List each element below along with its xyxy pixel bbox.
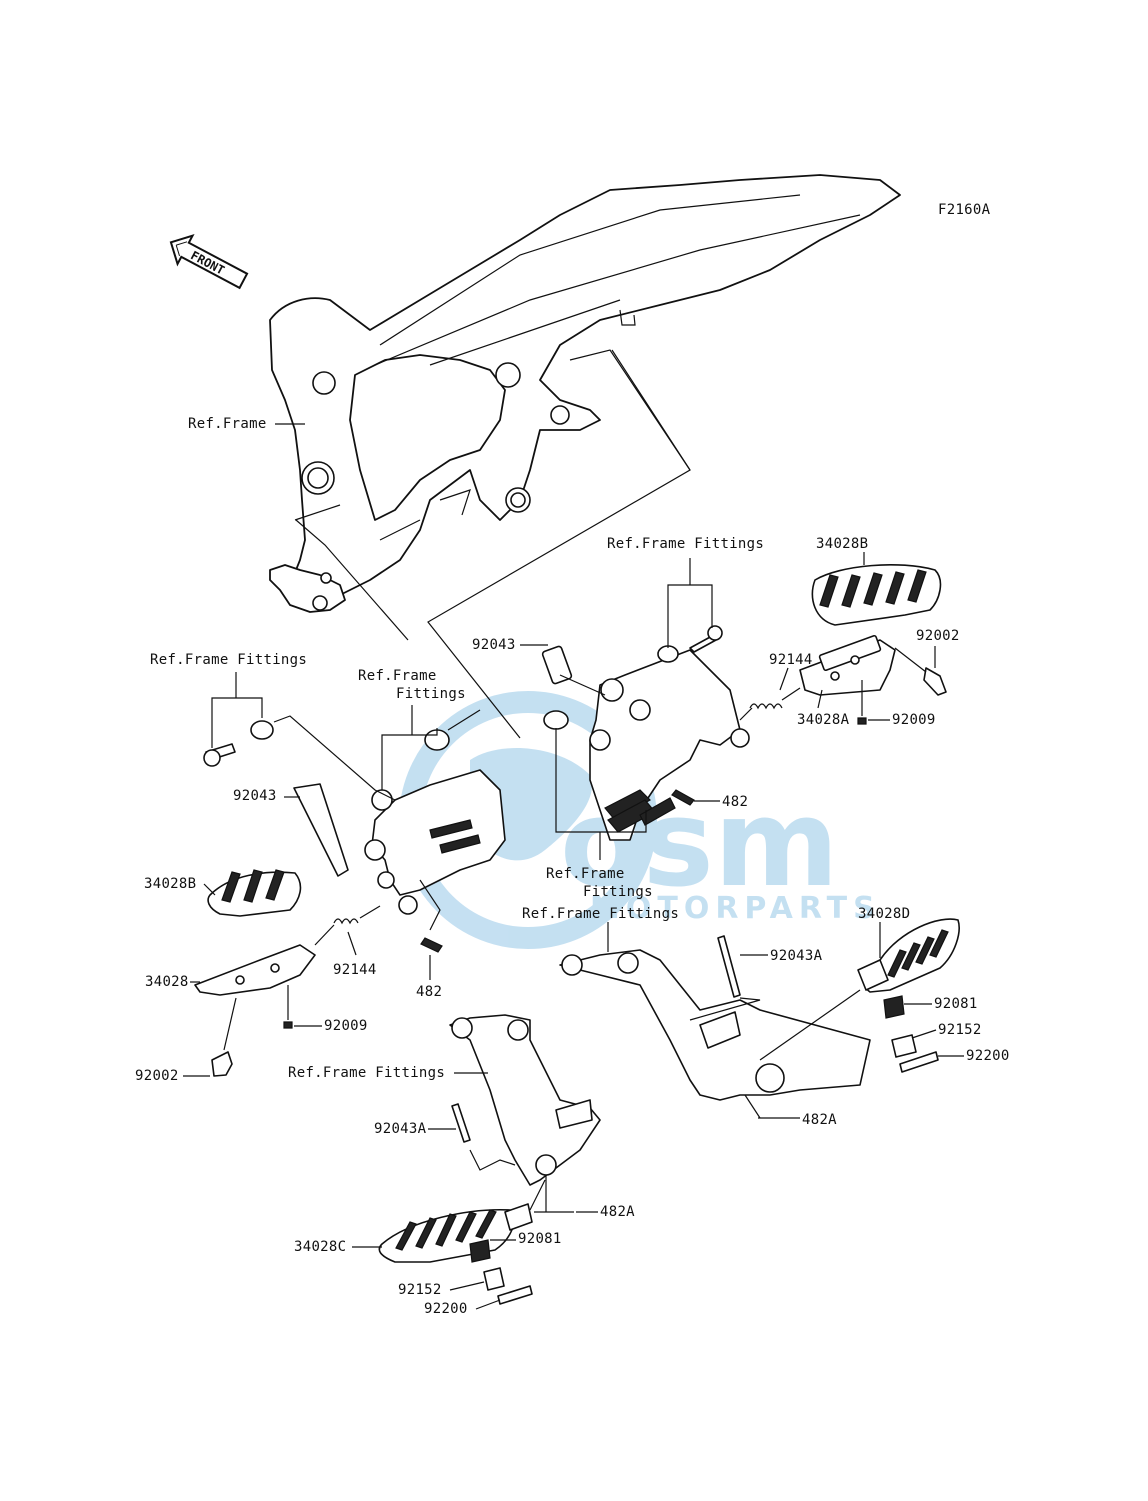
front-arrow-icon: FRONT xyxy=(169,234,249,290)
figure-code: F2160A xyxy=(938,202,991,218)
rff-mid-center-label-1: Ref.Frame xyxy=(546,866,625,882)
left-bracket-fittings xyxy=(203,720,450,877)
part-92043A-right: 92043A xyxy=(770,948,823,964)
left-passenger-peg xyxy=(378,1203,533,1305)
part-482-left: 482 xyxy=(416,984,442,1000)
part-92144-right: 92144 xyxy=(769,652,813,668)
right-passenger-bracket xyxy=(559,949,871,1101)
right-rider-bracket xyxy=(589,649,750,841)
part-34028D: 34028D xyxy=(858,906,910,922)
frame-leaders xyxy=(294,349,691,739)
part-92081-right: 92081 xyxy=(934,996,978,1012)
watermark-sub: MOTORPARTS xyxy=(590,891,881,926)
right-bracket-fittings xyxy=(541,625,723,730)
part-34028: 34028 xyxy=(145,974,189,990)
part-34028C: 34028C xyxy=(294,1239,346,1255)
part-92043A-left: 92043A xyxy=(374,1121,427,1137)
part-92009-left: 92009 xyxy=(324,1018,368,1034)
part-92009-right: 92009 xyxy=(892,712,936,728)
right-passenger-peg xyxy=(857,918,960,1073)
part-92002-right: 92002 xyxy=(916,628,960,644)
frame-drawing xyxy=(269,174,901,613)
left-rider-bracket xyxy=(364,769,506,931)
rff-top-center-label: Ref.Frame Fittings xyxy=(607,536,764,552)
part-92081-left: 92081 xyxy=(518,1231,562,1247)
part-92152-right: 92152 xyxy=(938,1022,982,1038)
part-92200-right: 92200 xyxy=(966,1048,1010,1064)
part-34028A: 34028A xyxy=(797,712,850,728)
rff-mid-center-label-2: Fittings xyxy=(583,884,653,900)
part-482-right: 482 xyxy=(722,794,748,810)
part-92002-left: 92002 xyxy=(135,1068,179,1084)
part-34028B-right: 34028B xyxy=(816,536,868,552)
part-92152-left: 92152 xyxy=(398,1282,442,1298)
part-92043-left: 92043 xyxy=(233,788,277,804)
part-92200-left: 92200 xyxy=(424,1301,468,1317)
rff-mid-left-label-1: Ref.Frame xyxy=(358,668,437,684)
part-92043-top: 92043 xyxy=(472,637,516,653)
rff-lower-left-label: Ref.Frame Fittings xyxy=(288,1065,445,1081)
part-482A-left: 482A xyxy=(600,1204,635,1220)
left-rider-peg xyxy=(194,869,316,996)
part-482A-right: 482A xyxy=(802,1112,837,1128)
rff-mid-left-label-2: Fittings xyxy=(396,686,466,702)
rff-top-left-label: Ref.Frame Fittings xyxy=(150,652,307,668)
left-passenger-bracket xyxy=(449,1014,601,1186)
rff-lower-center-label: Ref.Frame Fittings xyxy=(522,906,679,922)
part-92144-left: 92144 xyxy=(333,962,377,978)
part-34028B-left: 34028B xyxy=(144,876,196,892)
ref-frame-label: Ref.Frame xyxy=(188,416,267,432)
right-rider-peg xyxy=(799,564,942,696)
